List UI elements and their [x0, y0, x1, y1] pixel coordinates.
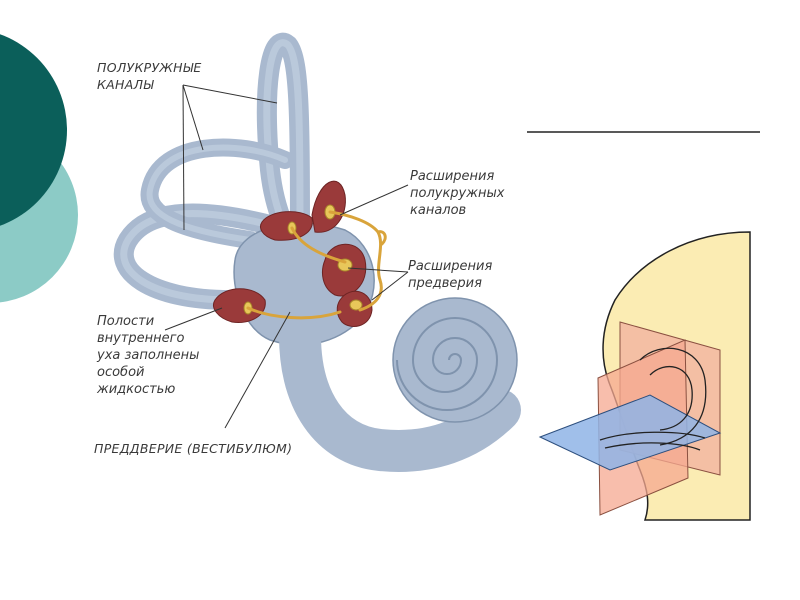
label-line: уха заполнены — [97, 348, 200, 363]
label-inner-ear-cavities: Полости внутреннего уха заполнены особой… — [97, 313, 199, 398]
cochlea-tube — [279, 314, 521, 472]
label-line: Расширения — [410, 169, 495, 184]
label-line: предверия — [408, 276, 482, 291]
decorative-circles — [0, 34, 78, 303]
label-line: жидкостью — [97, 382, 176, 397]
inner-ear-illustration — [113, 32, 521, 472]
leader-lines — [164, 84, 409, 429]
ampulla-left — [260, 211, 313, 241]
label-line: КАНАЛЫ — [97, 77, 154, 92]
dark-teal-circle — [0, 34, 67, 226]
label-line: полукружных — [410, 186, 505, 201]
label-line: ПОЛУКРУЖНЫЕ — [97, 60, 202, 75]
head-section-illustration — [538, 231, 751, 521]
label-canal-ampullae: Расширения полукружных каналов — [410, 168, 504, 219]
cochlea-spiral — [392, 297, 518, 423]
label-vestibule: ПРЕДДВЕРИЕ (ВЕСТИБУЛЮМ) — [94, 441, 293, 456]
ear-outline — [599, 347, 707, 451]
label-line: каналов — [410, 203, 467, 218]
nerve-fibers — [246, 210, 387, 320]
label-vestibule-expansions: Расширения предверия — [408, 258, 492, 292]
label-line: Расширения — [408, 259, 493, 274]
horizontal-plane — [538, 394, 722, 471]
label-line: особой — [97, 365, 145, 380]
label-line: внутреннего — [97, 331, 185, 346]
label-line: Полости — [97, 314, 155, 329]
ampulla-bottom-left — [213, 288, 266, 324]
label-semicircular-canals: ПОЛУКРУЖНЫЕ КАНАЛЫ — [97, 59, 202, 93]
